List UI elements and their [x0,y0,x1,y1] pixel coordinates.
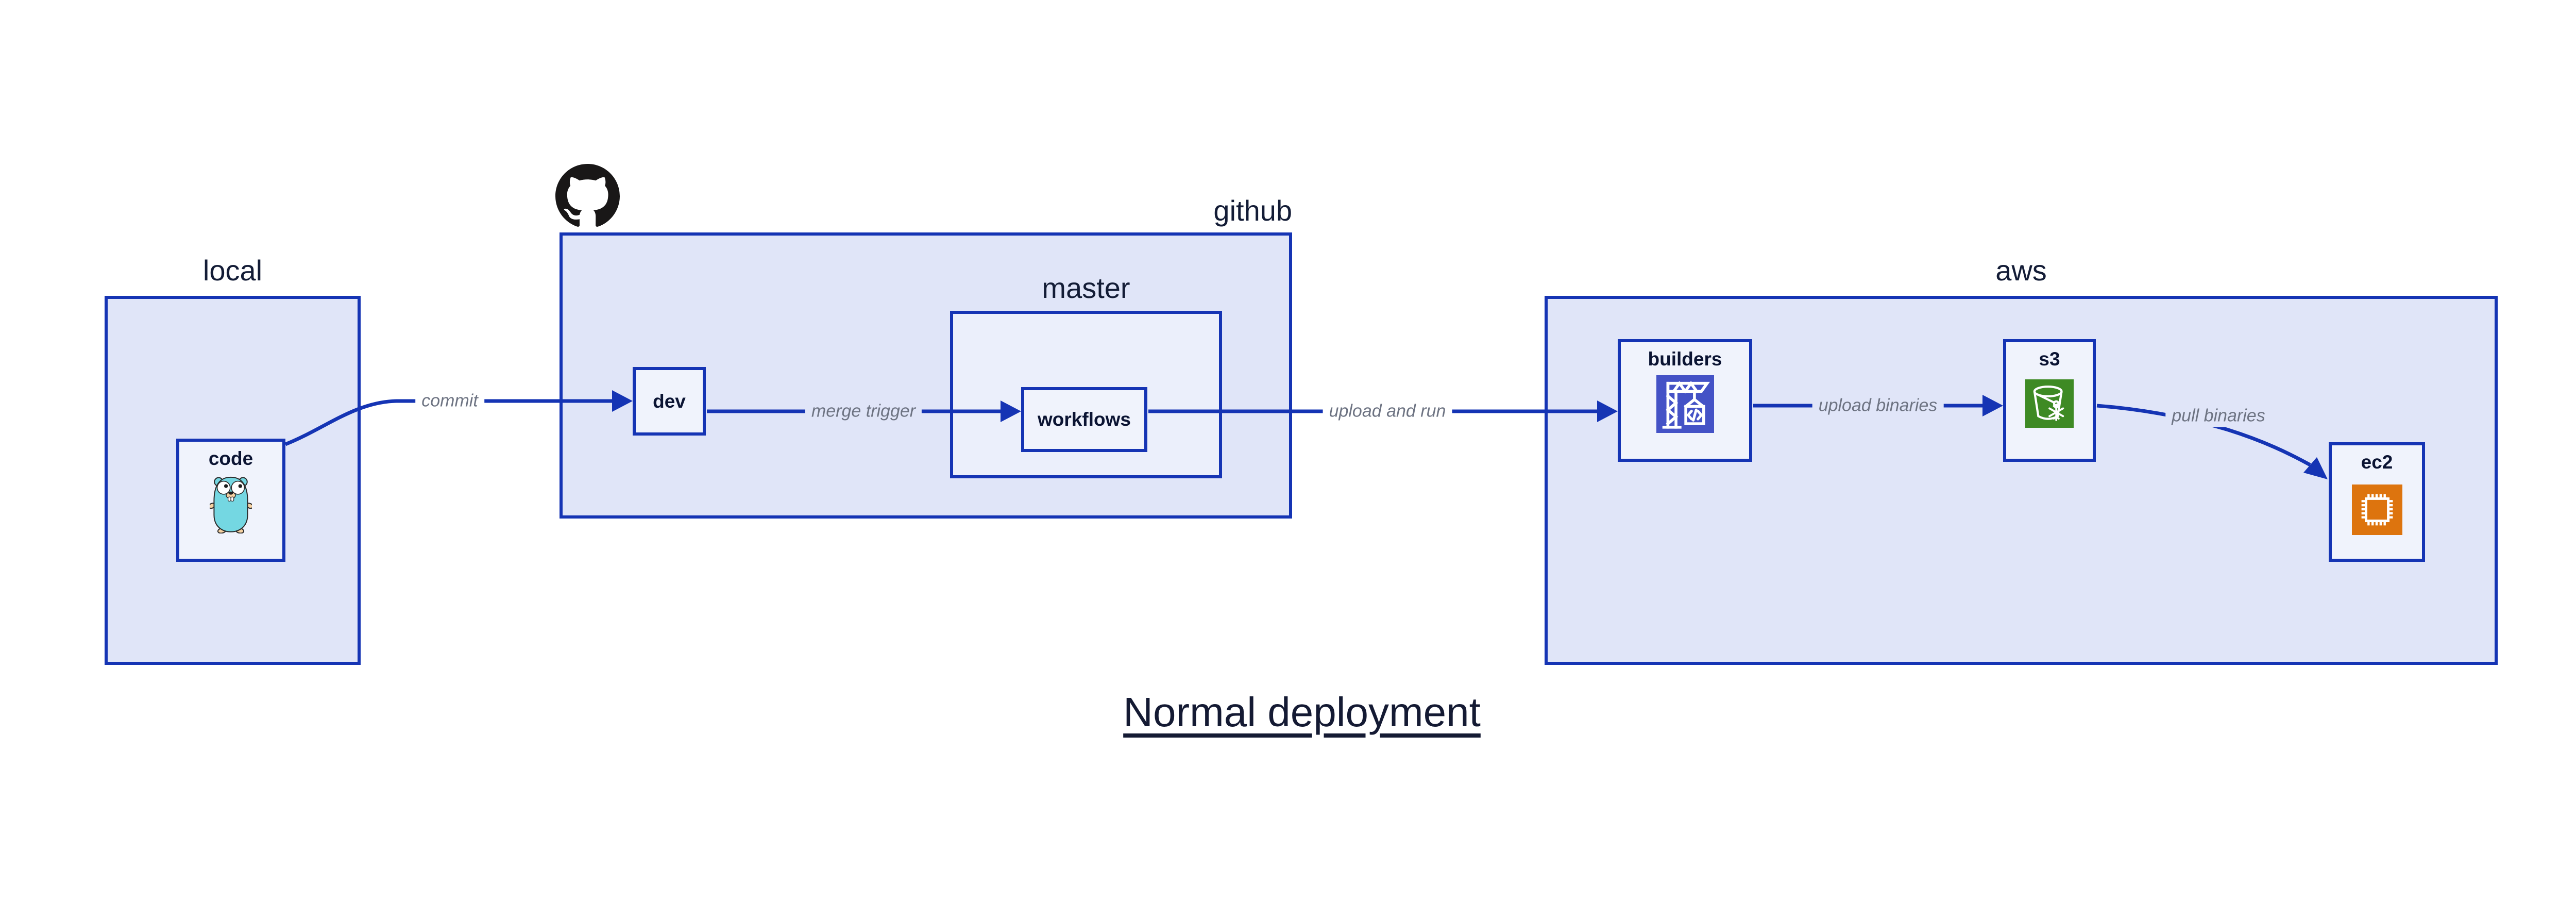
diagram-title: Normal deployment [1123,689,1481,735]
edge-label-upload-binaries: upload binaries [1812,394,1944,417]
node-dev-label: dev [653,390,686,412]
node-s3-label: s3 [2039,348,2060,370]
s3-bucket-icon [2025,379,2074,430]
node-ec2-label: ec2 [2361,452,2393,473]
container-label-github: github [1213,194,1292,227]
node-code: code [176,439,285,562]
node-s3: s3 [2003,339,2096,462]
github-octocat-icon [555,164,620,231]
ec2-chip-icon [2351,485,2402,538]
node-workflows: workflows [1021,387,1147,452]
node-builders-label: builders [1648,348,1722,370]
edge-label-upload-and-run: upload and run [1323,400,1452,423]
node-ec2: ec2 [2329,442,2425,562]
node-code-label: code [208,448,253,469]
container-label-master: master [1042,272,1130,304]
node-workflows-label: workflows [1038,409,1131,430]
edge-label-merge-trigger: merge trigger [805,400,922,423]
node-builders: builders [1618,339,1752,462]
codebuild-crane-icon [1656,374,1714,437]
container-label-local: local [202,254,263,287]
go-gopher-icon [208,475,253,536]
edge-label-commit: commit [415,390,484,412]
container-label-aws: aws [1995,254,2047,287]
edge-label-pull-binaries: pull binaries [2165,405,2272,427]
node-dev: dev [633,367,706,436]
